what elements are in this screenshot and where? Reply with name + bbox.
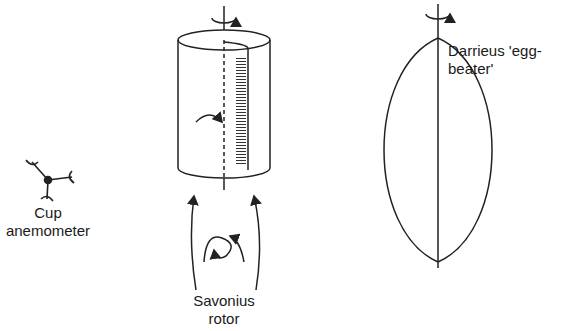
cup-anemometer	[26, 160, 74, 201]
savonius-rotor-label: Savonius rotor	[180, 292, 268, 328]
cup-anemometer-label: Cup anemometer	[0, 204, 96, 240]
savonius-rotor	[178, 6, 270, 290]
darrieus-label: Darrieus 'egg-beater'	[448, 42, 568, 78]
